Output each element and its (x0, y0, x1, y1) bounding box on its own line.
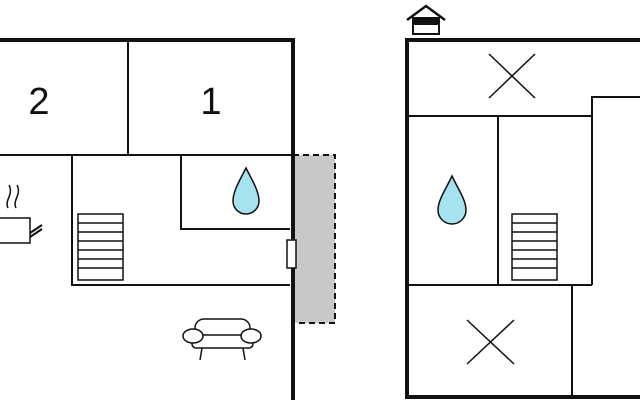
stairs-icon (511, 213, 558, 281)
bedroom-1-label: 1 (200, 81, 221, 123)
house-icon (406, 4, 446, 35)
outer-walls (0, 38, 295, 400)
ground-floor: 2 1 (0, 38, 336, 400)
terrace (292, 154, 336, 324)
wall-bathroom (180, 155, 290, 230)
cross-icon (466, 319, 515, 365)
water-drop-icon (437, 174, 467, 225)
outer-walls-upper (405, 38, 640, 399)
water-drop-icon (232, 166, 260, 215)
wall-right-block (591, 96, 640, 116)
upper-floor (405, 4, 640, 399)
cross-icon (488, 53, 536, 99)
armchair-icon (182, 318, 262, 361)
door-icon (286, 239, 297, 269)
stairs-icon (77, 213, 124, 281)
bedroom-2-label: 2 (28, 81, 49, 123)
wall-stair-hall (71, 155, 290, 286)
cooking-pot-icon (0, 184, 43, 244)
